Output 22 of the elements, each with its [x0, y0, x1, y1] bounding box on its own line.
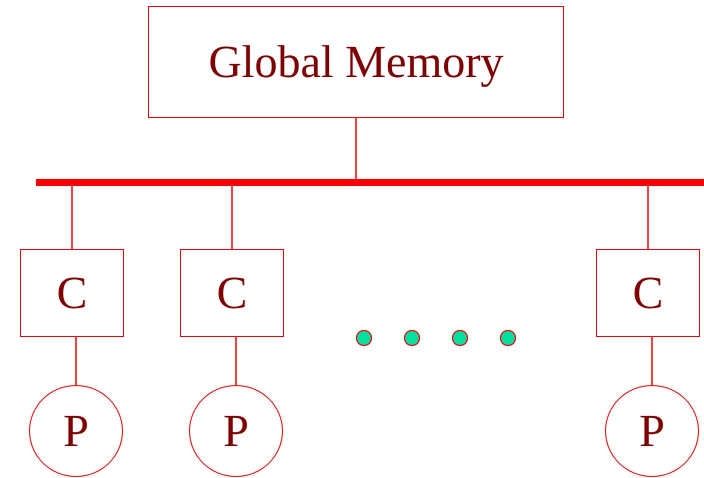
connector-line — [71, 186, 73, 249]
memory-box — [148, 6, 564, 118]
processor-circle — [29, 385, 123, 477]
node-label: C — [632, 270, 664, 316]
processor-circle — [605, 385, 699, 477]
cache-box — [596, 249, 700, 337]
connector-line — [231, 186, 233, 249]
cache-box — [20, 249, 124, 337]
bus-bar — [36, 179, 704, 186]
node-label: C — [56, 270, 88, 316]
connector-line — [355, 118, 357, 179]
connector-line — [75, 337, 77, 385]
connector-line — [651, 337, 653, 385]
processor-circle — [189, 385, 283, 477]
node-label: C — [216, 270, 248, 316]
memory-label: Global Memory — [208, 39, 504, 85]
node-label: P — [223, 408, 249, 454]
node-label: P — [63, 408, 89, 454]
connector-line — [235, 337, 237, 385]
connector-line — [647, 186, 649, 249]
cache-box — [180, 249, 284, 337]
node-label: P — [639, 408, 665, 454]
